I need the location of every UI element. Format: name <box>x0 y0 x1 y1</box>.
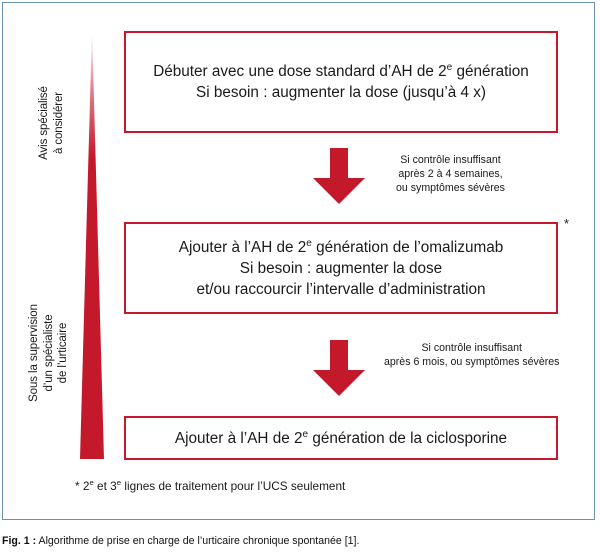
axis-label-line: de l’urticaire <box>57 322 69 384</box>
axis-label-specialist-supervision: Sous la supervision d’un spécialiste de … <box>27 253 71 453</box>
transition-note-line: après 6 mois, ou symptômes sévères <box>384 356 560 368</box>
transition-note-line: Si contrôle insuffisant <box>400 154 501 166</box>
axis-label-line: Sous la supervision <box>28 304 40 402</box>
axis-label-line: à considérer <box>52 91 65 155</box>
axis-label-line: d’un spécialiste <box>42 314 55 392</box>
treatment-step-line: Débuter avec une dose standard d’AH de 2… <box>153 61 529 80</box>
figure-caption-label: Fig. 1 : <box>2 535 37 547</box>
treatment-step-line: Ajouter à l’AH de 2e génération de l’oma… <box>178 237 504 256</box>
transition-note-line: ou symptômes sévères <box>396 182 505 194</box>
treatment-step-line: et/ou raccourcir l’intervalle d’administ… <box>196 280 486 298</box>
figure-panel: Avis spécialisé à considérer Sous la sup… <box>2 2 595 520</box>
axis-label-specialist-advice: Avis spécialisé à considérer <box>37 53 66 193</box>
transition-note-line: après 2 à 4 semaines, <box>398 168 503 180</box>
transition-note-line: Si contrôle insuffisant <box>421 342 522 354</box>
flow-arrow-down-icon-1 <box>313 148 365 204</box>
treatment-step-2-box: Ajouter à l’AH de 2e génération de l’oma… <box>124 222 558 314</box>
figure-caption: Fig. 1 : Algorithme de prise en charge d… <box>2 534 592 548</box>
flow-arrow-down-icon-2 <box>313 340 365 396</box>
axis-label-line: Avis spécialisé <box>38 86 50 160</box>
figure-caption-text: Algorithme de prise en charge de l’urtic… <box>36 535 360 547</box>
severity-gradient-triangle <box>80 29 104 459</box>
transition-note-1: Si contrôle insuffisant après 2 à 4 sema… <box>396 153 505 195</box>
transition-note-2: Si contrôle insuffisant après 6 mois, ou… <box>384 341 559 369</box>
figure-footnote: * 2e et 3e lignes de traitement pour l’U… <box>75 478 346 493</box>
treatment-step-line: Ajouter à l’AH de 2e génération de la ci… <box>174 428 508 447</box>
footnote-asterisk-marker: * <box>564 216 570 231</box>
treatment-step-line: Si besoin : augmenter la dose <box>239 259 443 277</box>
treatment-step-1-box: Débuter avec une dose standard d’AH de 2… <box>124 31 558 133</box>
treatment-step-line: Si besoin : augmenter la dose (jusqu’à 4… <box>196 84 486 101</box>
treatment-step-3-box: Ajouter à l’AH de 2e génération de la ci… <box>124 416 558 460</box>
